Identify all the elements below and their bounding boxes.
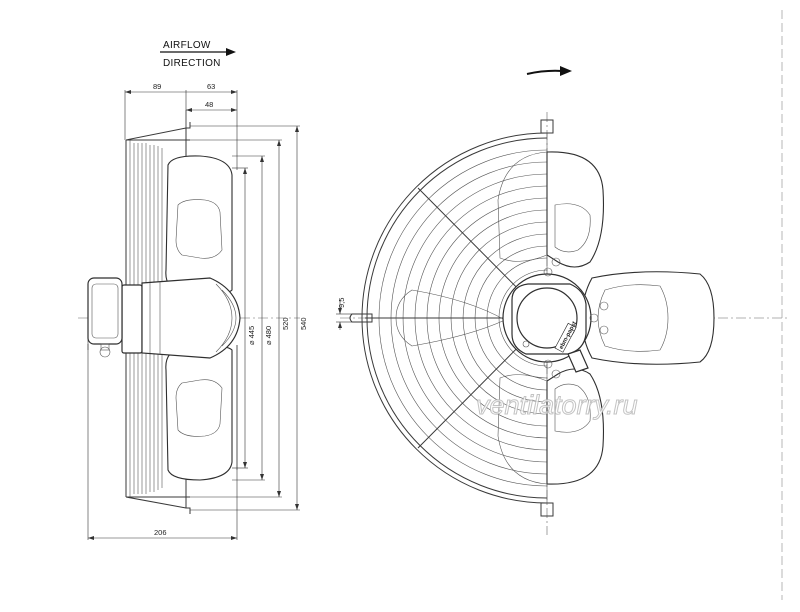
motor-hub: ebm-papst (502, 257, 609, 379)
front-blades (395, 151, 715, 485)
side-motor-flange (121, 284, 143, 354)
mount-left (349, 313, 373, 323)
dim-48: 48 (205, 100, 213, 109)
dim-480: ⌀ 480 (264, 326, 273, 345)
airflow-label-line2: DIRECTION (163, 58, 221, 69)
dim-206: 206 (154, 528, 167, 537)
dim-445: ⌀ 445 (247, 326, 256, 345)
dim-63: 63 (207, 82, 215, 91)
dim-520: 520 (281, 317, 290, 330)
dimension-9-5: 9,5 (336, 298, 352, 330)
mount-top (540, 119, 554, 134)
dim-540: 540 (299, 317, 308, 330)
dimension-top: 89 63 48 (124, 82, 238, 170)
airflow-arrow-icon (160, 48, 236, 56)
side-terminal-box (87, 277, 123, 345)
dim-89: 89 (153, 82, 161, 91)
blade-right (581, 271, 715, 365)
dim-9-5: 9,5 (337, 298, 346, 308)
side-blade-bottom (165, 345, 233, 481)
blade-upper (546, 151, 604, 268)
watermark-text: ventilatorry.ru (476, 390, 638, 420)
side-view: AIRFLOW DIRECTION (78, 40, 308, 540)
front-view: ebm-papst 9,5 ventilatorry.ru (336, 66, 790, 535)
dimension-vertical: ⌀ 445 ⌀ 480 520 540 (190, 125, 308, 511)
side-blade-top (165, 155, 233, 295)
blade-lower (546, 368, 604, 485)
mount-bottom (540, 502, 554, 517)
dimension-bottom: 206 (87, 340, 238, 540)
cable-gland (567, 349, 589, 373)
rotation-arrow-icon (526, 66, 572, 76)
airflow-label-line1: AIRFLOW (163, 40, 211, 51)
side-rotor (141, 277, 241, 359)
